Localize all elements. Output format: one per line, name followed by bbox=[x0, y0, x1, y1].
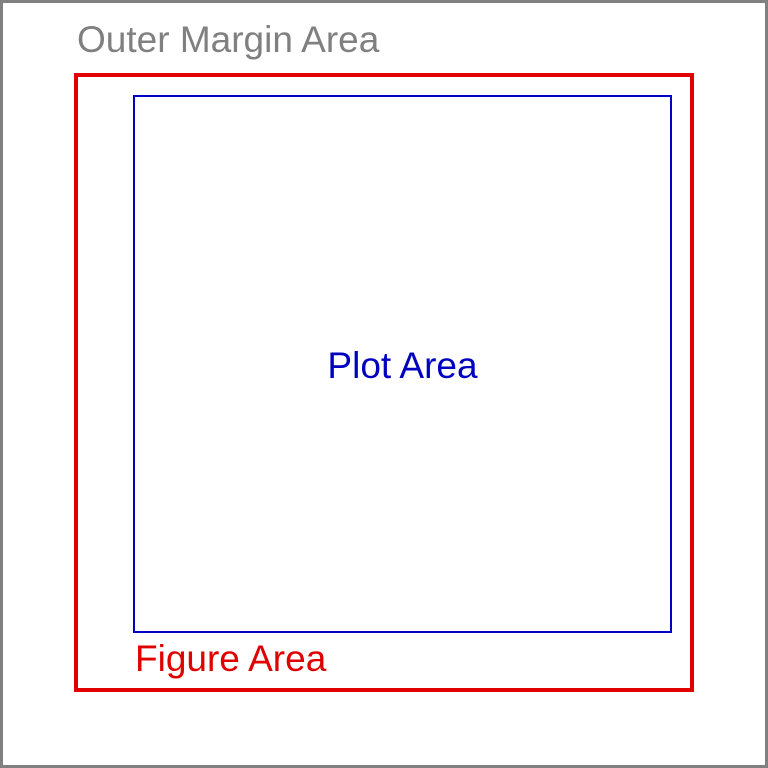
plot-area-label: Plot Area bbox=[327, 345, 478, 386]
figure-area-label: Figure Area bbox=[135, 638, 327, 679]
plot-area bbox=[133, 95, 672, 633]
figure-area bbox=[74, 73, 694, 692]
outer-margin-label: Outer Margin Area bbox=[77, 19, 380, 60]
